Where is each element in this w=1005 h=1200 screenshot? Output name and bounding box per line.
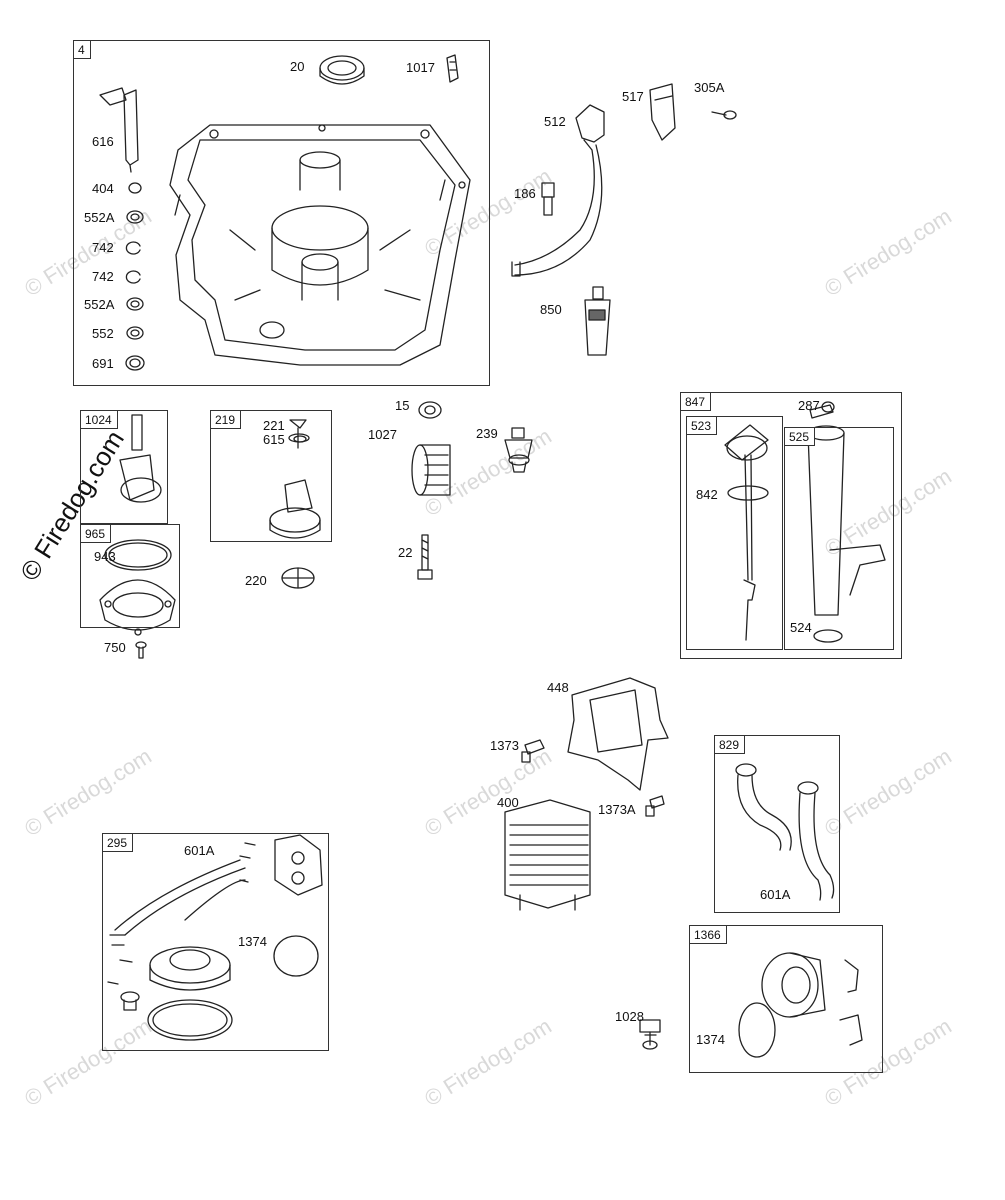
oil-filter: [411, 444, 451, 496]
group-box-829: 829: [714, 735, 840, 913]
bolt: [135, 641, 147, 659]
callout-691: 691: [92, 356, 114, 371]
breather-hose: [511, 104, 605, 277]
callout-239: 239: [476, 426, 498, 441]
callout-750: 750: [104, 640, 126, 655]
callout-517: 517: [622, 89, 644, 104]
callout-512: 512: [544, 114, 566, 129]
bolt-1373a: [645, 795, 665, 817]
group-box-965: 965: [80, 524, 180, 628]
group-box-847: 847: [680, 392, 902, 659]
group-number: 965: [81, 525, 112, 543]
washer-stack: [125, 182, 145, 371]
callout-842: 842: [696, 487, 718, 502]
governor-shaft: [99, 87, 139, 173]
callout-404: 404: [92, 181, 114, 196]
oil-seal: [319, 55, 365, 85]
group-number: 219: [211, 411, 242, 429]
oil-pressure-switch: [504, 427, 533, 473]
group-box-1366: 1366: [689, 925, 883, 1073]
callout-615: 615: [263, 432, 285, 447]
callout-1374: 1374: [696, 1032, 725, 1047]
callout-1373a: 1373A: [598, 802, 636, 817]
group-box-523: 523: [686, 416, 783, 650]
callout-850: 850: [540, 302, 562, 317]
oil-filter-adapter-kit: [107, 834, 323, 1041]
crankcase-sump: [169, 124, 471, 366]
drain-fitting: [639, 1019, 661, 1050]
callout-400: 400: [497, 795, 519, 810]
group-number: 829: [715, 736, 746, 754]
callout-1017: 1017: [406, 60, 435, 75]
callout-186: 186: [514, 186, 536, 201]
callout-601a: 601A: [184, 843, 215, 858]
group-number: 1366: [690, 926, 727, 944]
callout-305a: 305A: [694, 80, 725, 95]
governor-gear-assembly: [119, 414, 162, 503]
oil-cooler: [504, 799, 591, 911]
callout-616: 616: [92, 134, 114, 149]
group-number: 525: [785, 428, 816, 446]
callout-524: 524: [790, 620, 812, 635]
dipstick-tube: [807, 425, 886, 643]
thrust-washer: [281, 567, 315, 589]
callout-15: 15: [395, 398, 410, 413]
group-box-219: 219: [210, 410, 332, 542]
long-bolt: [417, 534, 433, 580]
sealant-tube: [584, 286, 611, 356]
screw-small: [809, 401, 835, 419]
group-number: 1024: [81, 411, 118, 429]
callout-943: 943: [94, 549, 116, 564]
group-box-295: 295: [102, 833, 329, 1051]
callout-220: 220: [245, 573, 267, 588]
callout-22: 22: [398, 545, 413, 560]
group-number: 847: [681, 393, 712, 411]
filter-adapter: [738, 952, 863, 1058]
group-number: 4: [74, 41, 91, 59]
callout-20: 20: [290, 59, 305, 74]
callout-1028: 1028: [615, 1009, 644, 1024]
oil-cooler-hoses: [735, 763, 835, 901]
group-number: 523: [687, 417, 718, 435]
mounting-bracket: [649, 83, 676, 141]
group-number: 295: [103, 834, 134, 852]
callout-742: 742: [92, 269, 114, 284]
group-box-4: 4: [73, 40, 490, 386]
screw: [711, 110, 737, 120]
callout-601a: 601A: [760, 887, 791, 902]
callout-221: 221: [263, 418, 285, 433]
spring-clip: [446, 54, 459, 83]
hose-fitting: [541, 182, 555, 216]
governor-gear: [269, 419, 321, 539]
callout-1027: 1027: [368, 427, 397, 442]
bolt-1373: [521, 739, 545, 763]
heat-shield-bracket: [567, 677, 669, 791]
callout-1374: 1374: [238, 934, 267, 949]
group-box-525: 525: [784, 427, 894, 650]
callout-742: 742: [92, 240, 114, 255]
callout-1373: 1373: [490, 738, 519, 753]
callout-287: 287: [798, 398, 820, 413]
dipstick: [724, 424, 769, 641]
callout-448: 448: [547, 680, 569, 695]
callout-552a: 552A: [84, 210, 115, 225]
callout-552: 552: [92, 326, 114, 341]
callout-552a: 552A: [84, 297, 115, 312]
drain-plug: [418, 401, 442, 419]
group-box-1024: 1024: [80, 410, 168, 524]
